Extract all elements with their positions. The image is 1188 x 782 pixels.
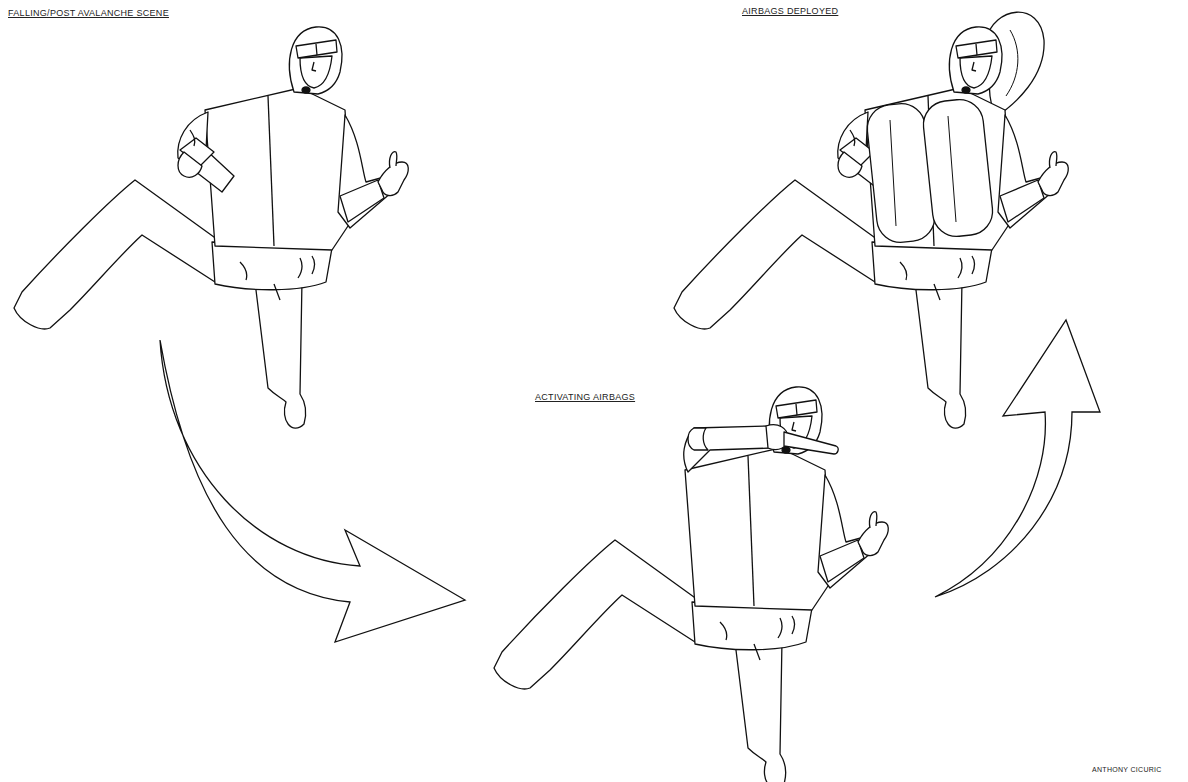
left-arm bbox=[178, 112, 234, 192]
left-arm bbox=[684, 425, 838, 472]
signature: ANTHONY CICURIC bbox=[1092, 766, 1162, 773]
torso bbox=[685, 448, 832, 610]
right-arm bbox=[818, 475, 888, 588]
right-arm bbox=[338, 115, 408, 228]
panel-label: FALLING/POST AVALANCHE SCENE bbox=[8, 8, 169, 18]
head bbox=[949, 27, 1002, 94]
airbag-fold bbox=[1006, 30, 1018, 96]
head bbox=[289, 27, 342, 94]
airbag-seam bbox=[890, 116, 956, 226]
chest-airbag bbox=[921, 97, 995, 239]
falling-skier bbox=[14, 27, 408, 428]
right-arm bbox=[998, 115, 1068, 228]
panel-label: ACTIVATING AIRBAGS bbox=[535, 392, 635, 402]
panel-label: AIRBAGS DEPLOYED bbox=[742, 6, 838, 16]
deployed-skier bbox=[674, 12, 1068, 428]
sequence-arrow bbox=[160, 340, 465, 642]
torso bbox=[865, 88, 1012, 250]
activating-skier bbox=[494, 387, 888, 782]
